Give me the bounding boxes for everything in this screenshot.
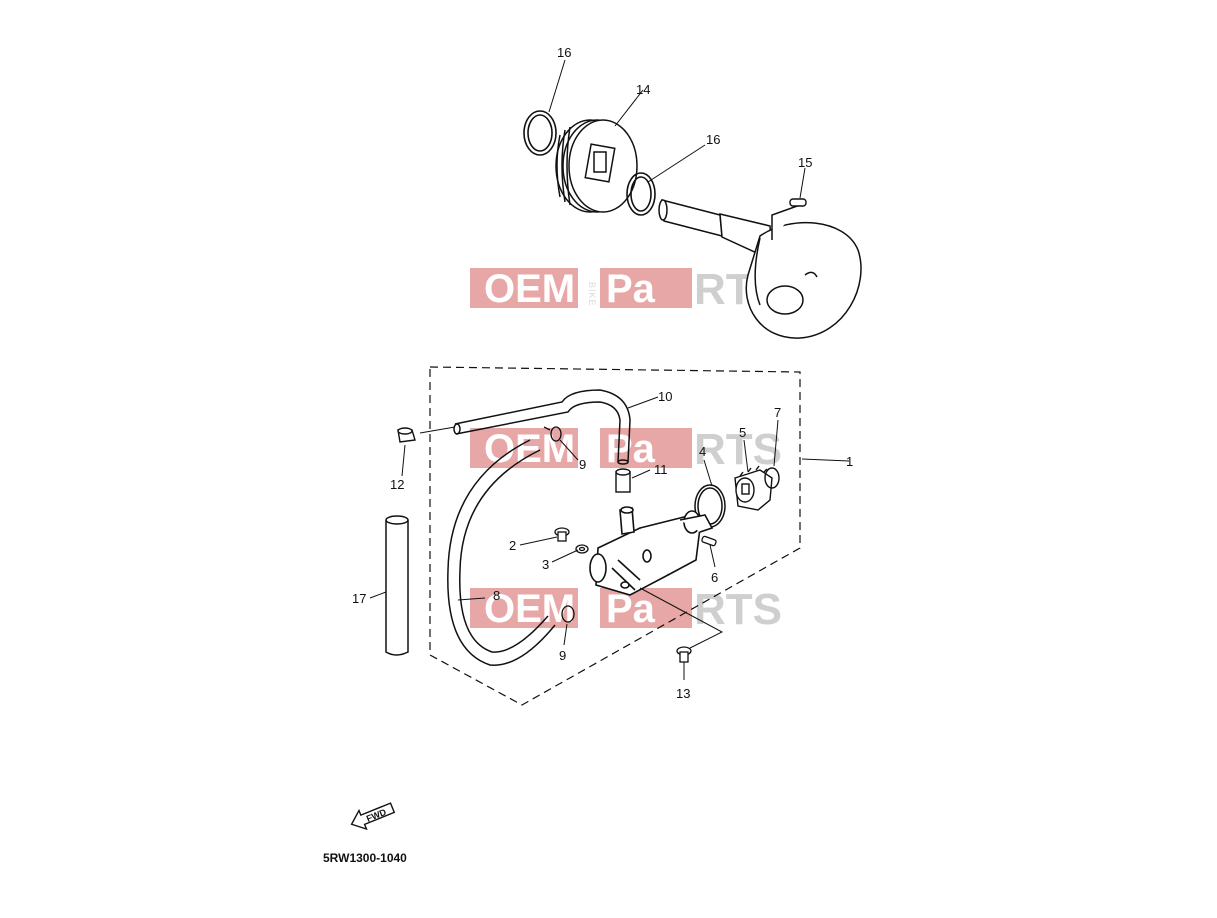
clip-9-upper [543, 426, 562, 442]
callout-2: 2 [509, 538, 516, 553]
svg-text:OEM: OEM [484, 427, 575, 471]
callout-numbers: 16 14 16 15 10 7 5 4 1 9 11 12 2 3 6 8 1… [352, 45, 853, 701]
callout-8: 8 [493, 588, 500, 603]
svg-text:RTS: RTS [694, 425, 782, 474]
callout-16-right: 16 [706, 132, 720, 147]
circlip-7 [764, 467, 780, 489]
callout-12: 12 [390, 477, 404, 492]
watermark-1: OEM BIKE Pa RTS [470, 265, 782, 314]
fwd-arrow-icon: FWD [350, 802, 396, 831]
diagram-code: 5RW1300-1040 [323, 851, 407, 865]
svg-text:Pa: Pa [606, 427, 656, 471]
hose-10 [453, 389, 631, 465]
assembly-boundary [429, 366, 801, 706]
shaft-and-cover [658, 199, 862, 339]
watermark-2: OEM Pa RTS [470, 425, 782, 474]
callout-6: 6 [711, 570, 718, 585]
callout-9-upper: 9 [579, 457, 586, 472]
pulley-gear [555, 119, 638, 213]
callout-9-lower: 9 [559, 648, 566, 663]
dowel-pin [789, 198, 807, 207]
callout-5: 5 [739, 425, 746, 440]
hose-8 [447, 439, 556, 666]
hose-17 [385, 515, 409, 656]
circlip-left [523, 110, 557, 156]
callout-17: 17 [352, 591, 366, 606]
callout-3: 3 [542, 557, 549, 572]
clip-9-lower [561, 605, 575, 623]
oil-pump-body [589, 506, 714, 596]
callout-14: 14 [636, 82, 650, 97]
callout-15: 15 [798, 155, 812, 170]
lower-leaders [369, 396, 850, 680]
bolt-13 [676, 646, 692, 663]
hose-end-12 [397, 427, 416, 443]
callout-7: 7 [774, 405, 781, 420]
callout-1: 1 [846, 454, 853, 469]
pin-6 [701, 535, 717, 547]
svg-text:Pa: Pa [606, 267, 656, 311]
fwd-label: FWD [365, 807, 388, 824]
upper-leaders [548, 59, 806, 199]
watermark-3: OEM Pa RTS [470, 585, 782, 634]
svg-text:BIKE: BIKE [587, 282, 597, 307]
circlip-right [626, 172, 656, 216]
svg-text:OEM: OEM [484, 587, 575, 631]
callout-10: 10 [658, 389, 672, 404]
callout-16-top: 16 [557, 45, 571, 60]
callout-11: 11 [654, 462, 668, 477]
svg-text:OEM: OEM [484, 267, 575, 311]
bolt-2 [554, 527, 570, 542]
svg-text:RTS: RTS [694, 585, 782, 634]
callout-13: 13 [676, 686, 690, 701]
gear-5 [734, 465, 773, 511]
callout-4: 4 [699, 444, 706, 459]
fitting-11 [615, 468, 631, 493]
washer-3 [575, 544, 589, 554]
